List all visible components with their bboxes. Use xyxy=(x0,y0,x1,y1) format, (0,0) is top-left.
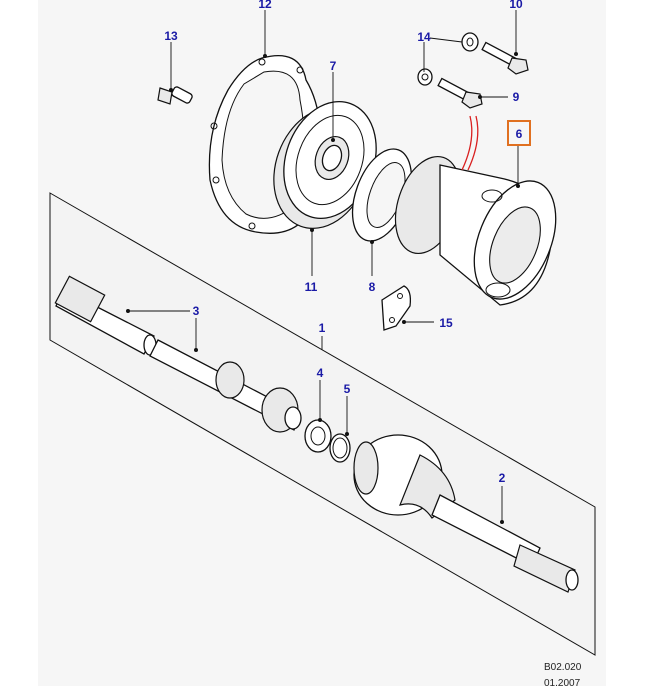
callout-5[interactable]: 5 xyxy=(344,382,351,396)
callout-13[interactable]: 13 xyxy=(164,29,178,43)
callout-14[interactable]: 14 xyxy=(417,30,431,44)
exploded-parts-diagram: 12 13 7 10 14 9 6 11 8 15 3 1 4 5 2 B02.… xyxy=(38,0,606,686)
part-14-washer-upper[interactable] xyxy=(461,32,479,52)
callout-3[interactable]: 3 xyxy=(193,304,200,318)
diagram-canvas: 12 13 7 10 14 9 6 11 8 15 3 1 4 5 2 B02.… xyxy=(49,0,596,686)
callout-4[interactable]: 4 xyxy=(317,366,324,380)
callout-2[interactable]: 2 xyxy=(499,471,506,485)
part-10-bolt[interactable] xyxy=(481,41,529,75)
part-15-bracket[interactable] xyxy=(381,285,412,331)
part-9-bolt[interactable] xyxy=(437,77,483,109)
callout-11[interactable]: 11 xyxy=(305,280,318,294)
callout-10[interactable]: 10 xyxy=(509,0,523,11)
diagram-date-code: 01.2007 xyxy=(544,678,581,686)
callout-6-highlight xyxy=(507,120,531,146)
bolt-alignment-line xyxy=(461,115,473,171)
diagram-reference-code: B02.020 xyxy=(544,662,582,673)
part-6-joint-housing[interactable] xyxy=(384,148,572,311)
bolt-alignment-line-2 xyxy=(467,115,479,171)
part-13-bolt[interactable] xyxy=(157,86,193,105)
callout-8[interactable]: 8 xyxy=(369,280,376,294)
part-14-washer-lower[interactable] xyxy=(417,68,433,86)
callout-6[interactable]: 6 xyxy=(516,127,523,141)
part-7-bearing[interactable] xyxy=(309,132,354,184)
callout-1[interactable]: 1 xyxy=(319,321,326,335)
callout-15[interactable]: 15 xyxy=(439,316,453,330)
part-3-inner-shaft[interactable] xyxy=(54,275,302,433)
callout-9[interactable]: 9 xyxy=(513,90,520,104)
leader-lines xyxy=(126,10,520,524)
part-4-ring[interactable] xyxy=(304,419,332,453)
part-5-circlip[interactable] xyxy=(329,433,351,463)
callout-7[interactable]: 7 xyxy=(330,59,337,73)
part-2-outer-shaft[interactable] xyxy=(353,434,579,593)
callout-12[interactable]: 12 xyxy=(258,0,272,11)
